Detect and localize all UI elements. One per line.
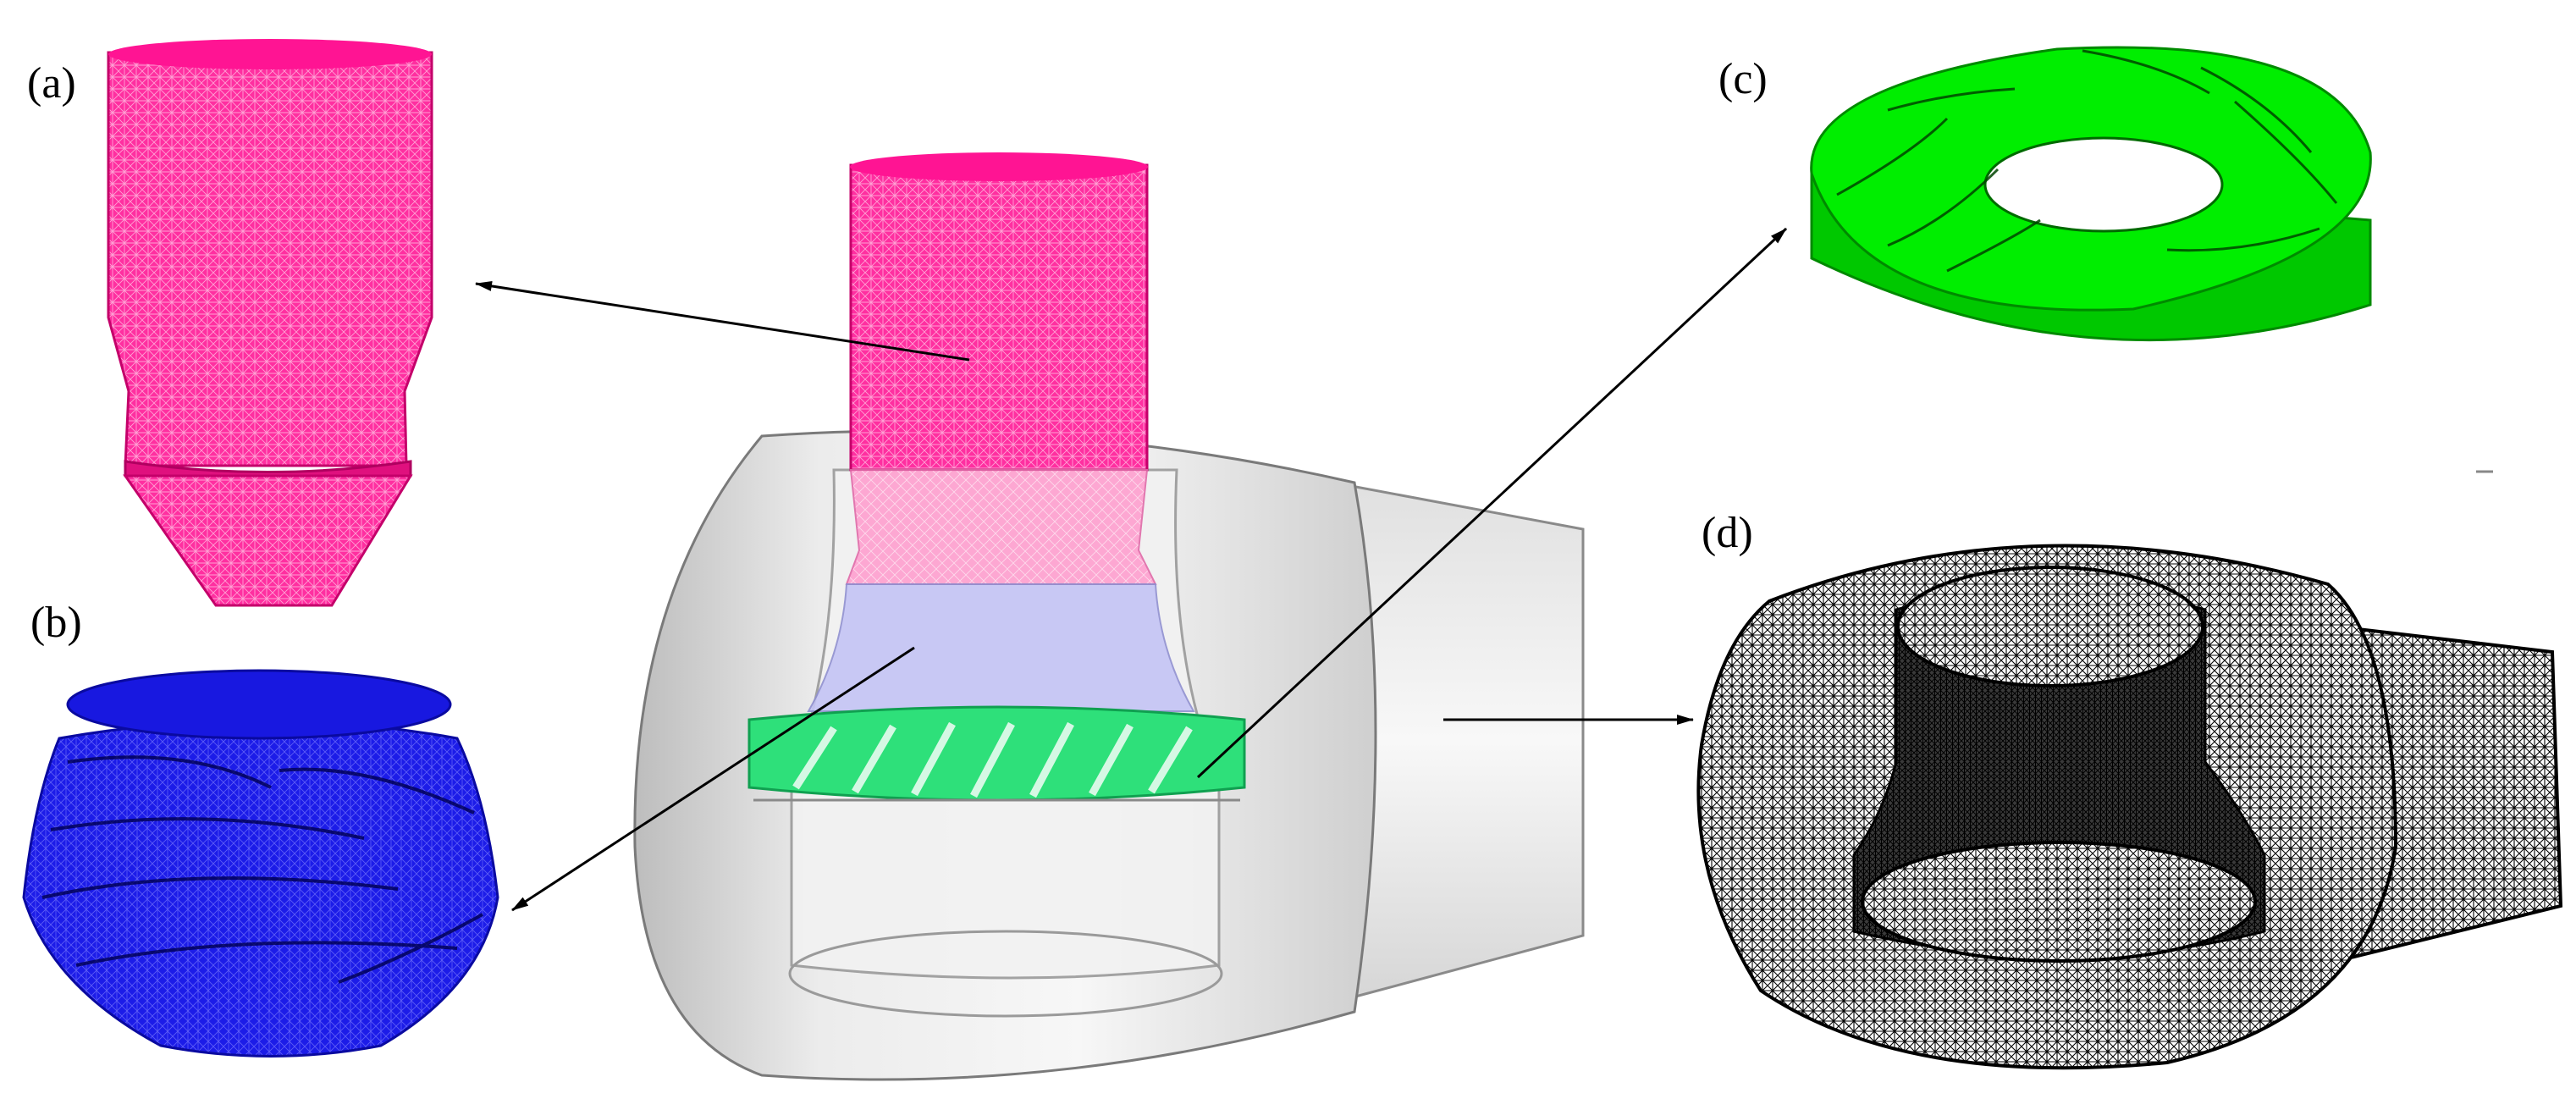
assembly-runner bbox=[807, 583, 1195, 712]
panel-d-volute-mesh: (d) bbox=[1696, 509, 2563, 1070]
draft-tube-cone bbox=[123, 474, 413, 607]
panel-b-runner: (b) bbox=[22, 599, 499, 1058]
draft-tube-body bbox=[107, 51, 433, 467]
panel-a-draft-tube: (a) bbox=[27, 39, 433, 607]
panel-c-guide-vanes: (c) bbox=[1718, 46, 2372, 342]
volute-mesh-top-opening bbox=[1896, 566, 2204, 688]
assembly-draft-tube-lower bbox=[845, 469, 1157, 585]
arrow-to-c bbox=[1196, 227, 1788, 779]
runner-top-cap bbox=[66, 669, 452, 740]
volute-mesh-bottom-opening bbox=[1861, 841, 2257, 963]
guide-vane-blades bbox=[1836, 49, 2338, 273]
panel-d-label: (d) bbox=[1702, 509, 1753, 557]
assembly-draft-tube-upper bbox=[849, 163, 1149, 472]
panel-c-label: (c) bbox=[1718, 55, 1768, 103]
draft-tube-top-cap bbox=[108, 39, 432, 69]
assembly-guide-vanes bbox=[792, 721, 1193, 798]
arrow-to-a bbox=[475, 280, 970, 362]
guide-vane-ring-hole bbox=[1983, 136, 2224, 233]
assembly-view bbox=[633, 152, 1585, 1081]
panel-b-label: (b) bbox=[30, 599, 82, 647]
bore-bottom-rim bbox=[788, 930, 1223, 1018]
runner-blades bbox=[41, 755, 483, 984]
callout-arrows bbox=[475, 227, 1788, 912]
arrow-to-b bbox=[511, 646, 915, 912]
panel-a-label: (a) bbox=[27, 59, 76, 108]
assembly-draft-tube-top bbox=[850, 152, 1148, 181]
